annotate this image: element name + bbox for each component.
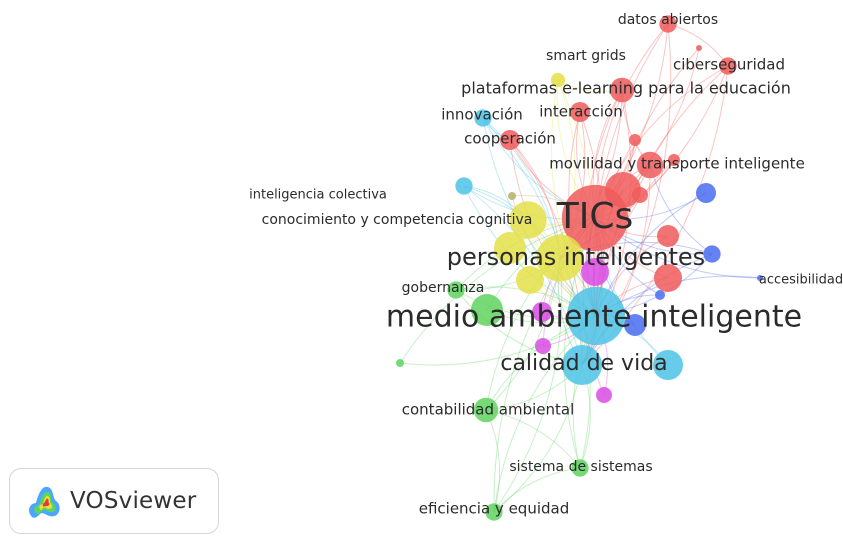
node-ciberseguridad[interactable] [719,57,737,75]
node-datos-abiertos[interactable] [659,15,677,33]
node-eficiencia-y-equidad[interactable] [485,503,503,521]
label-datos-abiertos[interactable]: datos abiertos [618,12,718,28]
label-eficiencia-y-equidad[interactable]: eficiencia y equidad [419,500,570,518]
network-node[interactable] [471,294,503,326]
label-medio-ambiente-inteligente[interactable]: medio ambiente inteligente [386,300,802,335]
node-plataformas-e-learning-para-la-educación[interactable] [609,77,635,103]
vosviewer-logo-text: VOSviewer [70,488,197,514]
network-edge [493,257,563,513]
node-calidad-de-vida[interactable] [562,345,602,385]
label-ciberseguridad[interactable]: ciberseguridad [673,56,785,74]
label-sistema-de-sistemas[interactable]: sistema de sistemas [509,459,652,475]
network-edge [581,253,713,366]
label-layer: TICs datos abiertos smart grids ciberseguri… [249,12,843,518]
network-node[interactable] [508,192,516,200]
node-interacción[interactable] [570,102,590,122]
network-node[interactable] [757,275,763,281]
node-layer [396,15,763,521]
network-node[interactable] [657,225,679,247]
label-tics[interactable]: TICs [556,196,634,237]
label-cooperación[interactable]: cooperación [464,130,556,148]
network-node[interactable] [624,314,646,336]
network-node[interactable] [668,154,680,166]
node-tics[interactable] [561,184,629,252]
network-node[interactable] [696,45,702,51]
label-innovación[interactable]: innovación [441,106,523,124]
node-sistema-de-sistemas[interactable] [571,459,589,477]
node-innovación[interactable] [474,109,492,127]
network-edge [485,409,581,469]
node-contabilidad-ambiental[interactable] [473,397,499,423]
node-accesibilidad[interactable] [703,245,721,263]
network-node[interactable] [494,232,526,264]
vosviewer-logo: VOSviewer [9,468,219,534]
network-node[interactable] [532,302,552,322]
node-medio-ambiente-inteligente[interactable] [566,286,626,346]
network-node[interactable] [396,359,404,367]
network-node[interactable] [654,264,682,292]
network-node[interactable] [696,183,716,203]
label-plataformas-e-learning-para-la-educación[interactable]: plataformas e-learning para la educación [461,79,791,98]
network-node[interactable] [581,258,609,286]
vosviewer-heatmap-icon [29,486,60,518]
label-conocimiento-y-competencia-cognitiva[interactable]: conocimiento y competencia cognitiva [262,212,533,228]
network-edge [563,217,596,469]
node-movilidad-y-transporte-inteligente[interactable] [636,151,664,179]
label-calidad-de-vida[interactable]: calidad de vida [500,351,667,376]
node-cooperación[interactable] [500,130,520,150]
label-accesibilidad[interactable]: accesibilidad [759,273,843,288]
network-node[interactable] [629,134,641,146]
label-gobernanza[interactable]: gobernanza [402,280,485,296]
label-personas-inteligentes[interactable]: personas inteligentes [447,243,705,271]
network-node[interactable] [655,290,665,300]
network-node[interactable] [632,187,648,203]
network-node[interactable] [653,350,683,380]
network-edge [551,79,597,317]
label-interacción[interactable]: interacción [539,103,623,121]
label-contabilidad-ambiental[interactable]: contabilidad ambiental [402,401,575,419]
node-inteligencia-colectiva[interactable] [455,177,473,195]
network-edge [493,467,581,513]
network-node[interactable] [596,387,612,403]
label-movilidad-y-transporte-inteligente[interactable]: movilidad y transporte inteligente [549,155,805,173]
network-edge [493,364,583,513]
node-gobernanza[interactable] [447,281,465,299]
label-inteligencia-colectiva[interactable]: inteligencia colectiva [249,188,387,203]
node-smart-grids[interactable] [550,72,566,88]
network-edge [485,409,501,513]
node-personas-inteligentes[interactable] [536,234,584,282]
network-node[interactable] [516,266,544,294]
label-smart-grids[interactable]: smart grids [546,48,626,64]
network-node[interactable] [535,338,551,354]
node-conocimiento-y-competencia-cognitiva[interactable] [509,201,547,239]
